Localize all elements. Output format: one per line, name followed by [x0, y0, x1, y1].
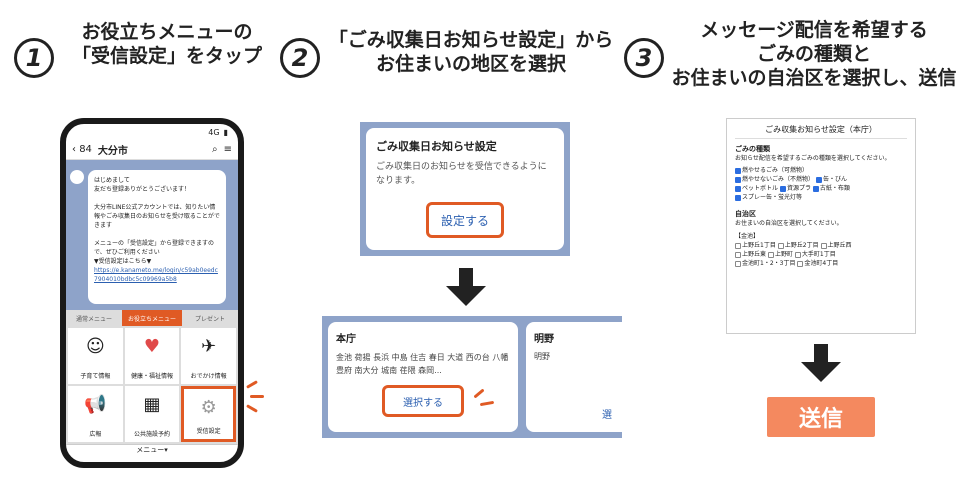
tap-mark: [246, 404, 258, 413]
area-title-2: 明野: [534, 334, 554, 345]
popup-title: ごみ収集日お知らせ設定: [376, 140, 497, 153]
checkbox[interactable]: [735, 185, 741, 192]
setup-button[interactable]: 設定する: [426, 202, 504, 238]
checkbox[interactable]: [735, 260, 741, 267]
welcome-message: はじめまして友だち登録ありがとうございます！ 大分市LINE公式アカウントでは、…: [88, 170, 226, 304]
popup-body: ごみ収集日のお知らせを受信できるようになります。: [376, 162, 547, 186]
area-group: 【金池】: [735, 233, 760, 240]
tap-mark: [250, 395, 264, 398]
area-districts: 金池 荷揚 長浜 中島 住吉 春日 大道 西の台 八幡 豊府 南大分 城南 荏隈…: [336, 353, 509, 375]
checkbox[interactable]: [779, 185, 786, 192]
step-1-badge: 1: [14, 38, 54, 78]
area-districts-2: 明野: [534, 352, 550, 361]
chat-header: ‹ 84 大分市 ⌕ ≡: [66, 140, 238, 160]
send-button[interactable]: 送信: [767, 397, 875, 437]
phone-frame: 4G▮ ‹ 84 大分市 ⌕ ≡ はじめまして友だち登録ありがとうございます！ …: [60, 118, 244, 468]
checkbox[interactable]: [735, 251, 741, 258]
chat-area: はじめまして友だち登録ありがとうございます！ 大分市LINE公式アカウントでは、…: [66, 160, 238, 310]
arrow-down-icon: [459, 268, 473, 286]
area-title: 本庁: [336, 334, 356, 345]
arrow-down-icon: [814, 344, 828, 362]
checkbox[interactable]: [797, 260, 804, 267]
step-2-badge: 2: [280, 38, 320, 78]
kind-desc: お知らせ配信を希望するごみの種類を選択してください。: [735, 155, 891, 162]
kind-checkboxes: 燃やせるごみ（可燃物） 燃やせないごみ（不燃物） 缶・びん ペットボトル 資源プ…: [735, 166, 907, 202]
checkbox[interactable]: [767, 251, 774, 258]
calendar-icon: ▦: [143, 394, 161, 415]
richmenu-tabs: 通常メニュー お役立ちメニュー プレゼント: [66, 310, 238, 326]
form-title: ごみ収集お知らせ設定（本庁）: [735, 125, 907, 139]
checkbox[interactable]: [815, 176, 822, 183]
area-heading: 自治区: [735, 210, 756, 218]
tab-present[interactable]: プレゼント: [194, 315, 225, 323]
step-3-badge: 3: [624, 38, 664, 78]
select-button-2[interactable]: 選: [602, 410, 612, 421]
step-3-title: メッセージ配信を希望するごみの種類とお住まいの自治区を選択し、送信: [671, 19, 957, 89]
checkbox[interactable]: [794, 251, 801, 258]
step-2-title: 「ごみ収集日お知らせ設定」からお住まいの地区を選択: [328, 29, 614, 75]
menu-pr[interactable]: 📢広報: [68, 386, 123, 442]
menu-receive-settings[interactable]: ⚙受信設定: [181, 386, 236, 442]
checkbox[interactable]: [735, 194, 741, 201]
heart-icon: ♥: [143, 336, 161, 357]
search-icon[interactable]: ⌕: [212, 144, 218, 155]
menu-icon[interactable]: ≡: [223, 144, 232, 155]
register-link[interactable]: https://e.kanameto.me/login/c59ab0eedc79…: [94, 267, 218, 283]
menu-childcare[interactable]: ☺子育て情報: [68, 328, 123, 384]
area-checkboxes: 上野丘1丁目 上野丘2丁目 上野丘西 上野丘東 上野町 大手町1丁目 金池町1・…: [735, 241, 907, 268]
notification-form: ごみ収集お知らせ設定（本庁） ごみの種類 お知らせ配信を希望するごみの種類を選択…: [726, 118, 916, 334]
arrow-down-icon: [446, 286, 486, 306]
tab-useful[interactable]: お役立ちメニュー: [122, 310, 182, 326]
step-1-title: お役立ちメニューの「受信設定」をタップ: [71, 21, 262, 67]
gear-icon: ⚙: [200, 397, 217, 418]
richmenu-grid: ☺子育て情報 ♥健康・福祉情報 ✈おでかけ情報 📢広報 ▦公共施設予約 ⚙受信設…: [66, 326, 238, 444]
area-desc: お住まいの自治区を選択してください。: [735, 220, 843, 227]
checkbox[interactable]: [812, 185, 819, 192]
plane-icon: ✈: [201, 336, 217, 357]
menu-outing[interactable]: ✈おでかけ情報: [181, 328, 236, 384]
tap-mark: [246, 380, 258, 389]
megaphone-icon: 📢: [84, 394, 107, 415]
kind-heading: ごみの種類: [735, 145, 770, 153]
back-button[interactable]: ‹ 84: [72, 144, 92, 155]
checkbox[interactable]: [777, 242, 784, 249]
tab-normal[interactable]: 通常メニュー: [75, 315, 112, 323]
checkbox[interactable]: [735, 242, 741, 249]
checkbox[interactable]: [735, 167, 741, 174]
menu-facility[interactable]: ▦公共施設予約: [124, 386, 180, 442]
checkbox[interactable]: [820, 242, 827, 249]
avatar: [70, 170, 84, 184]
baby-icon: ☺: [85, 336, 105, 357]
arrow-down-icon: [801, 362, 841, 382]
status-bar: 4G▮: [208, 127, 228, 137]
checkbox[interactable]: [735, 176, 741, 183]
select-button[interactable]: 選択する: [382, 385, 464, 417]
settings-popup-screen: ごみ収集日お知らせ設定 ごみ収集日のお知らせを受信できるようになります。 設定す…: [360, 122, 570, 256]
menu-health[interactable]: ♥健康・福祉情報: [124, 328, 180, 384]
account-name: 大分市: [97, 146, 128, 157]
menu-toggle[interactable]: メニュー▾: [66, 444, 238, 458]
area-select-screen: 本庁 金池 荷揚 長浜 中島 住吉 春日 大道 西の台 八幡 豊府 南大分 城南…: [322, 316, 622, 438]
